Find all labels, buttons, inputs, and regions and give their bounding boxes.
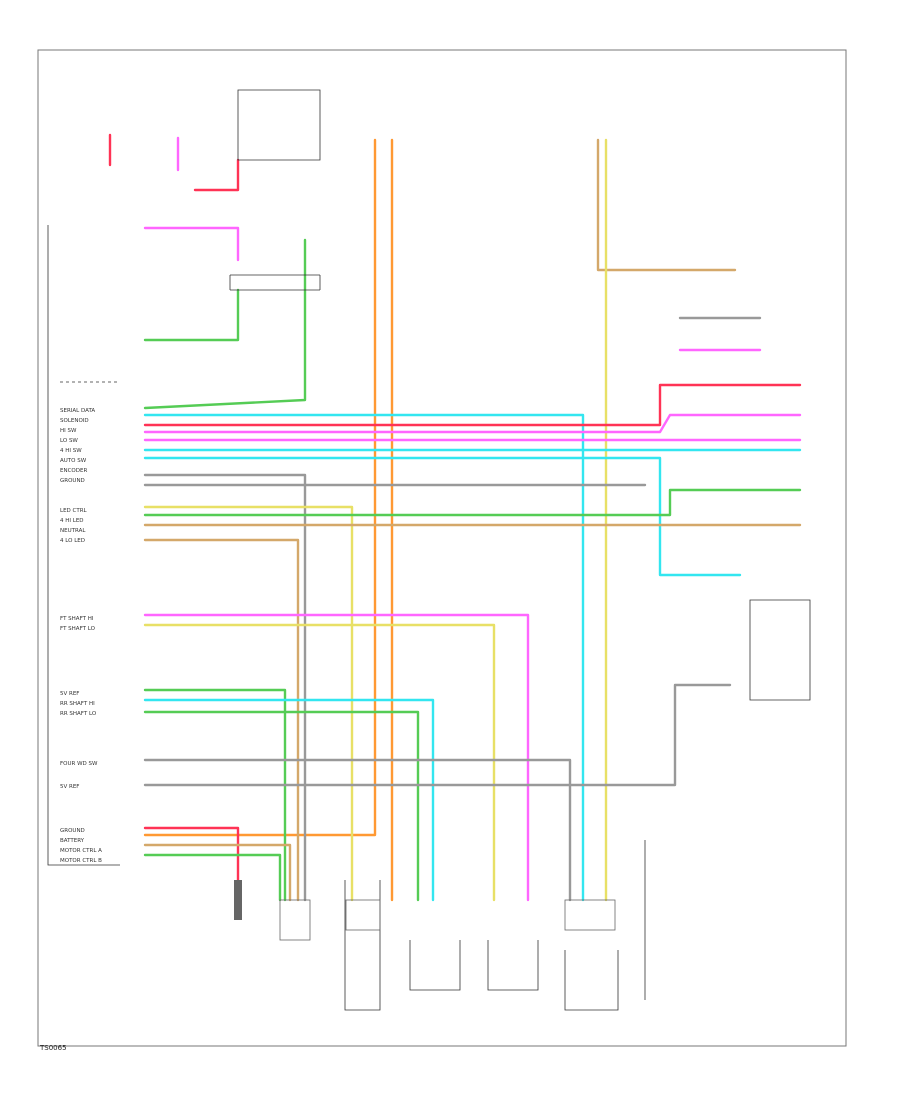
- wire-cyan-1: [143, 413, 585, 902]
- line-front-sensor: [409, 940, 461, 991]
- pin-label: SERIAL DATA: [60, 408, 95, 414]
- pin-label: RR SHAFT HI: [60, 701, 95, 707]
- connector-brake: [345, 899, 381, 931]
- wire-pink-upper: [143, 226, 240, 262]
- wire-group: [108, 133, 802, 902]
- pin-label: 4 HI SW: [60, 448, 82, 454]
- pin-label: 5V REF: [60, 784, 79, 790]
- connector-marks: [234, 880, 616, 941]
- wire-green-speed: [143, 710, 420, 902]
- wire-tan-motor: [143, 843, 292, 902]
- wire-green-motor: [143, 853, 282, 902]
- wire-green-2: [143, 488, 802, 517]
- wire-green-encoder: [143, 688, 287, 902]
- pin-label: LO SW: [60, 438, 78, 444]
- wire-cluster-red: [193, 158, 240, 192]
- wire-green-cluster: [143, 238, 307, 410]
- wire-red-1: [143, 383, 802, 427]
- pin-label: ENCODER: [60, 468, 87, 474]
- connector-motor: [234, 880, 242, 920]
- line-brake-switch: [344, 880, 381, 1011]
- wire-yellow-speed: [143, 623, 496, 902]
- pin-label: AUTO SW: [60, 458, 87, 464]
- wire-red-motor: [143, 826, 240, 882]
- pin-label: MOTOR CTRL B: [60, 858, 102, 864]
- wire-tan-2: [143, 538, 300, 902]
- pin-label: BATTERY: [60, 838, 85, 844]
- pin-label: 5V REF: [60, 691, 79, 697]
- line-module-border: [47, 225, 120, 866]
- wire-gray-axle: [143, 758, 572, 902]
- pin-label: NEUTRAL: [60, 528, 86, 534]
- pin-label: GROUND: [60, 478, 85, 484]
- wire-orange-ignition: [143, 138, 377, 837]
- line-shift-switch: [749, 599, 811, 701]
- pin-label: LED CTRL: [60, 508, 88, 514]
- pin-label: GROUND: [60, 828, 85, 834]
- wire-pink-1: [143, 413, 802, 434]
- module-pins: SERIAL DATA SOLENOID HI SW LO SW 4 HI SW…: [60, 408, 102, 864]
- line-connector-block: [229, 274, 321, 291]
- pin-label: FT SHAFT LO: [60, 626, 96, 632]
- line-cluster-box: [237, 89, 321, 161]
- line-rear-sensor: [487, 940, 539, 991]
- diagram-frame: [37, 49, 847, 1047]
- pin-label: 4 LO LED: [60, 538, 85, 544]
- pin-label: FOUR WD SW: [60, 761, 98, 767]
- pin-label: HI SW: [60, 428, 77, 434]
- wire-gray-1: [143, 473, 307, 902]
- connector-axle: [564, 899, 616, 931]
- wire-cyan-encoder: [143, 698, 435, 902]
- diagram-code: TS0065: [39, 1044, 67, 1052]
- line-axle-switch: [564, 950, 619, 1011]
- line-group: [47, 89, 811, 1011]
- pin-label: 4 HI LED: [60, 518, 84, 524]
- connector-encoder: [279, 899, 311, 941]
- wire-gray-switch: [143, 683, 732, 787]
- wire-tan-fuse: [596, 138, 737, 272]
- pin-label: SOLENOID: [60, 418, 89, 424]
- wire-yellow-1: [143, 505, 354, 902]
- wire-pink-speed: [143, 613, 530, 902]
- pin-label: FT SHAFT HI: [60, 616, 94, 622]
- pin-label: RR SHAFT LO: [60, 711, 97, 717]
- wire-green-upper: [143, 288, 240, 342]
- pin-label: MOTOR CTRL A: [60, 848, 102, 854]
- wire-cyan-3: [143, 456, 742, 577]
